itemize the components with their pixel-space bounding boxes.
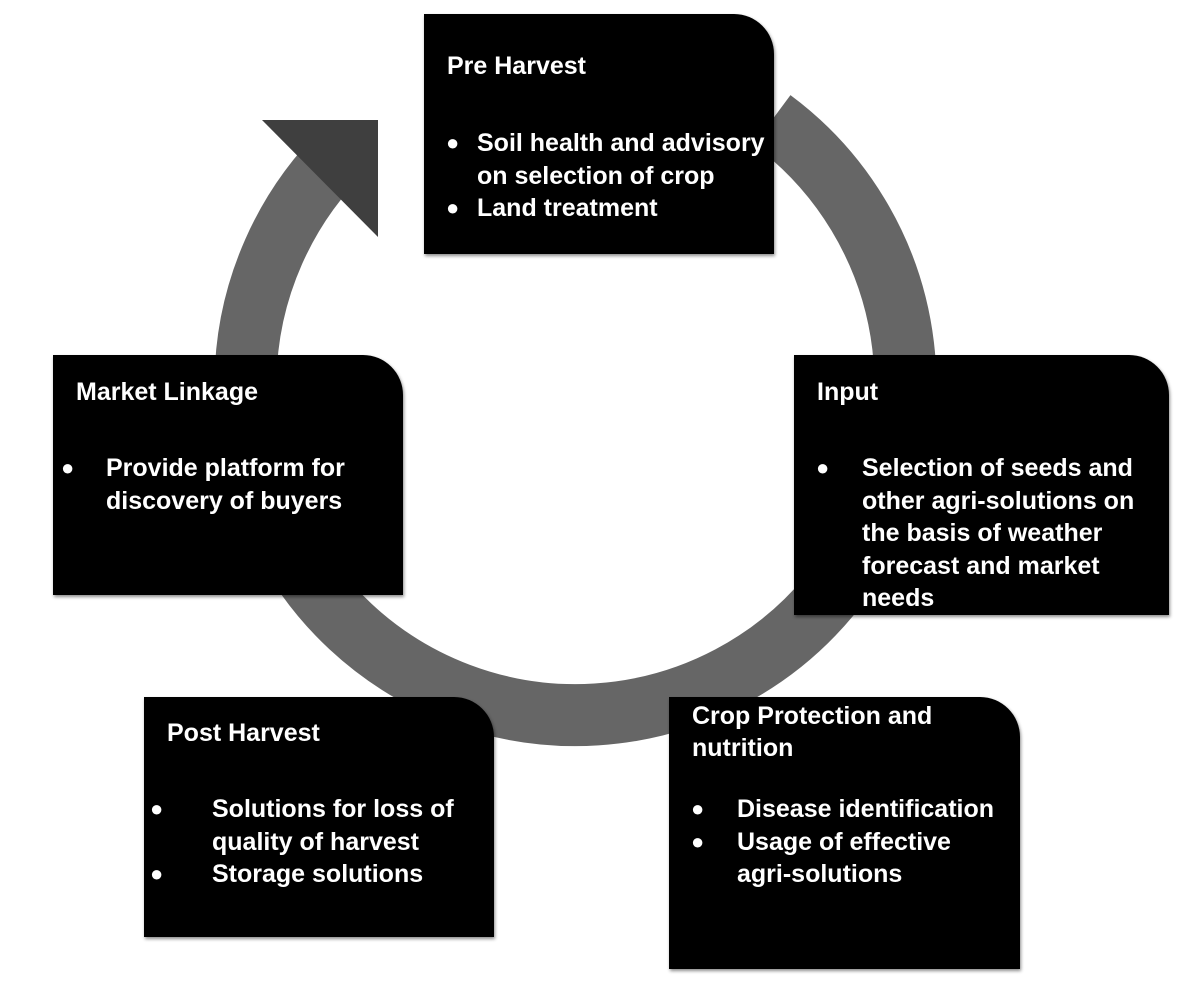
stage-card-market-linkage: Market Linkage ● Provide platform for dis… xyxy=(53,355,403,595)
stage-title: Post Harvest xyxy=(167,719,320,747)
stage-card-post-harvest: Post Harvest ● Solutions for loss of qual… xyxy=(144,697,494,937)
list-item-text: Disease identification xyxy=(737,795,995,823)
bullet-icon: ● xyxy=(150,861,164,886)
list-item: ● Solutions for loss of quality of harves… xyxy=(150,793,490,858)
bullet-icon: ● xyxy=(446,195,460,220)
stage-card-crop-protection: Crop Protection and nutrition ● Disease i… xyxy=(669,697,1020,969)
list-item-text: Usage of effective agri-solutions xyxy=(737,827,951,889)
stage-title: Pre Harvest xyxy=(447,52,586,80)
list-item-text: Solutions for loss of quality of harvest xyxy=(212,795,454,856)
stage-bullet-list: ● Solutions for loss of quality of harves… xyxy=(150,793,490,891)
list-item: ● Provide platform for discovery of buyer… xyxy=(61,452,391,517)
list-item: ● Usage of effective agri-solutions xyxy=(691,826,1011,891)
bullet-icon: ● xyxy=(150,796,164,821)
stage-title: Crop Protection and nutrition xyxy=(692,702,933,762)
list-item: ● Land treatment xyxy=(446,192,766,225)
stage-bullet-list: ● Soil health and advisory on selection o… xyxy=(446,127,766,225)
stage-bullet-list: ● Provide platform for discovery of buyer… xyxy=(61,452,391,517)
list-item-text: Land treatment xyxy=(477,194,658,222)
bullet-icon: ● xyxy=(446,130,460,155)
bullet-icon: ● xyxy=(61,455,75,480)
stage-title: Input xyxy=(817,378,879,406)
stage-card-pre-harvest: Pre Harvest ● Soil health and advisory on… xyxy=(424,14,774,254)
bullet-icon: ● xyxy=(816,455,830,480)
list-item: ● Selection of seeds and other agri-solut… xyxy=(816,452,1166,615)
stage-title: Market Linkage xyxy=(76,378,259,406)
cycle-arrowhead xyxy=(262,120,378,237)
list-item: ● Disease identification xyxy=(691,793,1011,826)
stage-card-input: Input ● Selection of seeds and other agri… xyxy=(794,355,1169,615)
list-item: ● Soil health and advisory on selection o… xyxy=(446,127,766,192)
list-item-text: Provide platform for discovery of buyers xyxy=(106,454,345,515)
stage-bullet-list: ● Disease identification ● Usage of effect… xyxy=(691,793,1011,891)
list-item-text: Storage solutions xyxy=(212,860,424,888)
list-item: ● Storage solutions xyxy=(150,858,490,891)
list-item-text: Selection of seeds and other agri-soluti… xyxy=(862,454,1135,612)
list-item-text: Soil health and advisory on selection of… xyxy=(477,129,765,190)
stage-bullet-list: ● Selection of seeds and other agri-solut… xyxy=(816,452,1166,615)
bullet-icon: ● xyxy=(691,828,705,854)
bullet-icon: ● xyxy=(691,796,705,821)
